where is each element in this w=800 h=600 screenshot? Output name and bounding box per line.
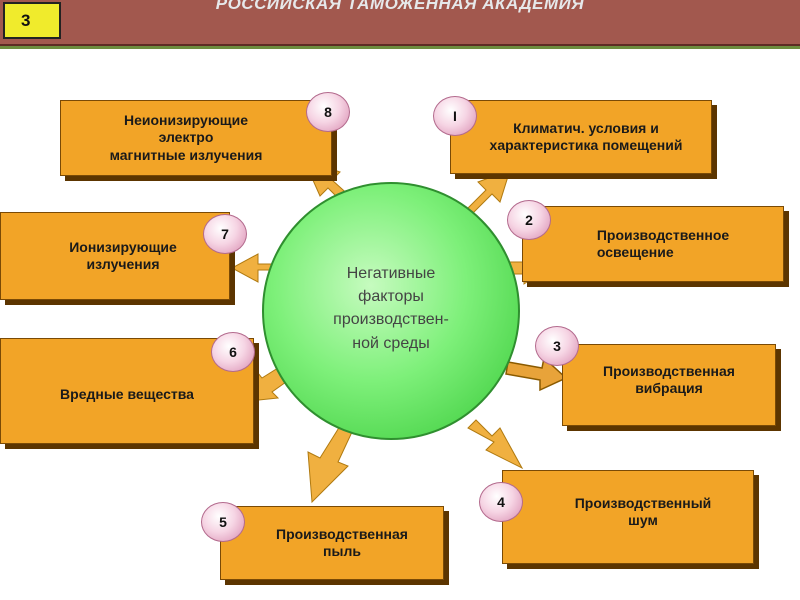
factor-box-2: Производственное освещение (522, 206, 784, 282)
factor-badge-1: I (433, 96, 477, 136)
factor-label-4: Производственный шум (574, 494, 712, 529)
factor-label-8: Неионизирующие электро магнитные излучен… (109, 111, 263, 163)
factor-box-4: Производственный шум (502, 470, 754, 564)
central-label: Негативные факторы производствен- ной ср… (333, 265, 449, 352)
factor-box-7: Ионизирующие излучения (0, 212, 230, 300)
arrow-to-factor-5 (307, 425, 353, 504)
central-circle (262, 182, 520, 440)
factor-box-8: Неионизирующие электро магнитные излучен… (60, 100, 332, 176)
factor-badge-4: 4 (479, 482, 523, 522)
factor-label-7: Ионизирующие излучения (69, 238, 177, 273)
factor-label-1: Климатич. условия и характеристика помещ… (489, 119, 683, 154)
factor-badge-6: 6 (211, 332, 255, 372)
header-divider (0, 46, 800, 49)
factor-box-6: Вредные вещества (0, 338, 254, 444)
arrow-to-factor-3 (505, 356, 568, 392)
factor-box-1: Климатич. условия и характеристика помещ… (450, 100, 712, 174)
factor-label-5: Производственная пыль (276, 525, 408, 560)
factor-badge-7: 7 (203, 214, 247, 254)
factor-box-3: Производственная вибрация (562, 344, 776, 426)
factor-label-2: Производственное освещение (596, 226, 730, 261)
header-title: РОССИЙСКАЯ ТАМОЖЕННАЯ АКАДЕМИЯ (215, 0, 585, 13)
factor-badge-8: 8 (306, 92, 350, 132)
factor-box-5: Производственная пыль (220, 506, 444, 580)
arrow-to-factor-4 (467, 419, 524, 470)
header-bar (0, 0, 800, 47)
slide-number: 3 (3, 2, 61, 39)
factor-label-6: Вредные вещества (60, 386, 194, 403)
arrow-to-factor-1 (465, 169, 511, 215)
factor-badge-2: 2 (507, 200, 551, 240)
factor-badge-5: 5 (201, 502, 245, 542)
factor-label-3: Производственная вибрация (603, 362, 735, 397)
factor-badge-3: 3 (535, 326, 579, 366)
